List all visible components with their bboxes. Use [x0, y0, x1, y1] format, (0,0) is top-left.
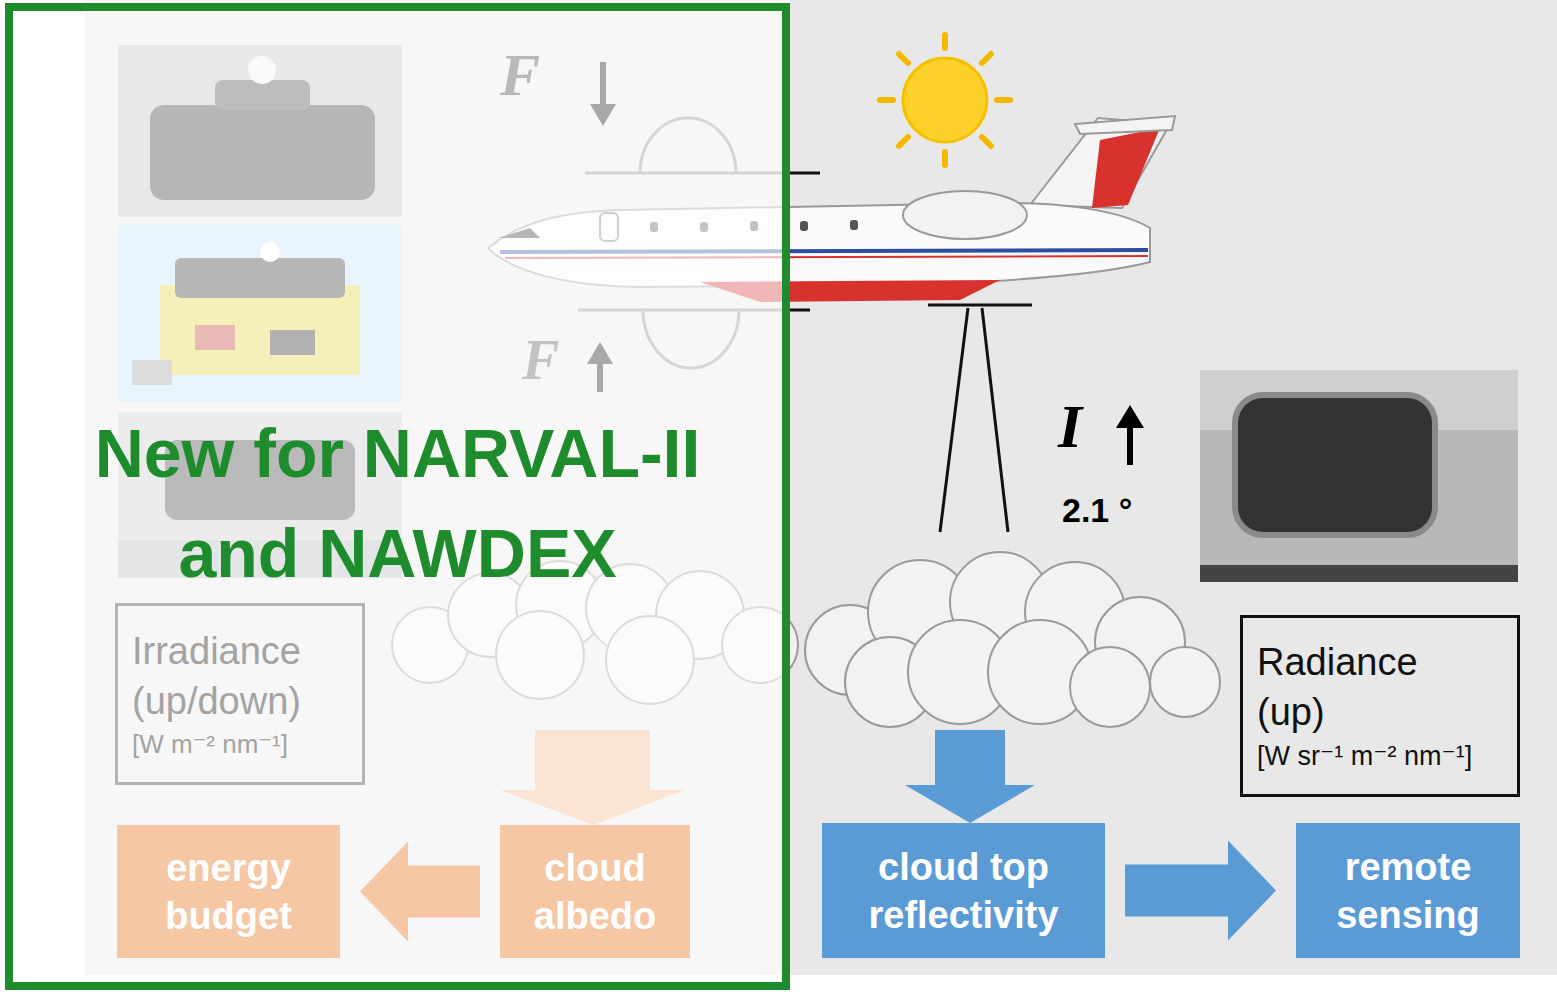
node-text: New for NARVAL-II and NAWDEX [58, 403, 738, 603]
radiance-arrow [1116, 405, 1144, 465]
down-arrow [905, 730, 1035, 823]
fade-overlay [0, 0, 790, 994]
label-anchor: I [1058, 392, 1082, 460]
sun [880, 35, 1010, 165]
block-arrow [360, 842, 480, 942]
process-box: energy budget [117, 825, 340, 958]
symbol-label: I [1058, 392, 1082, 460]
node-text: cloud albedo [510, 844, 680, 940]
block-arrow [1125, 841, 1276, 941]
node-text: remote sensing [1306, 843, 1510, 939]
quantity-box: Radiance (up)[W sr⁻¹ m⁻² nm⁻¹] [1240, 615, 1520, 797]
label-anchor: F [500, 42, 540, 108]
process-box: cloud top reflectivity [822, 823, 1105, 958]
symbol-label: F [500, 42, 540, 108]
highlight-region: New for NARVAL-II and NAWDEXIrradiance (… [5, 3, 790, 990]
label-anchor: F [522, 330, 559, 392]
node-text: energy budget [127, 844, 330, 940]
label-anchor: 2.1 ° [1062, 492, 1132, 529]
node-text: Radiance (up) [1257, 637, 1477, 737]
node-text: Irradiance (up/down) [132, 626, 348, 726]
radiance-fov [928, 305, 1032, 532]
process-box: cloud albedo [500, 825, 690, 958]
quantity-box: Irradiance (up/down)[W m⁻² nm⁻¹] [115, 603, 365, 785]
sensor-photo [1200, 370, 1518, 582]
unit-text: [W m⁻² nm⁻¹] [132, 726, 348, 762]
process-box: remote sensing [1296, 823, 1520, 958]
symbol-label: F [522, 329, 559, 391]
node-text: cloud top reflectivity [832, 843, 1095, 939]
symbol-label: 2.1 ° [1062, 491, 1132, 529]
unit-text: [W sr⁻¹ m⁻² nm⁻¹] [1257, 737, 1503, 775]
flux-arrows [587, 62, 616, 392]
